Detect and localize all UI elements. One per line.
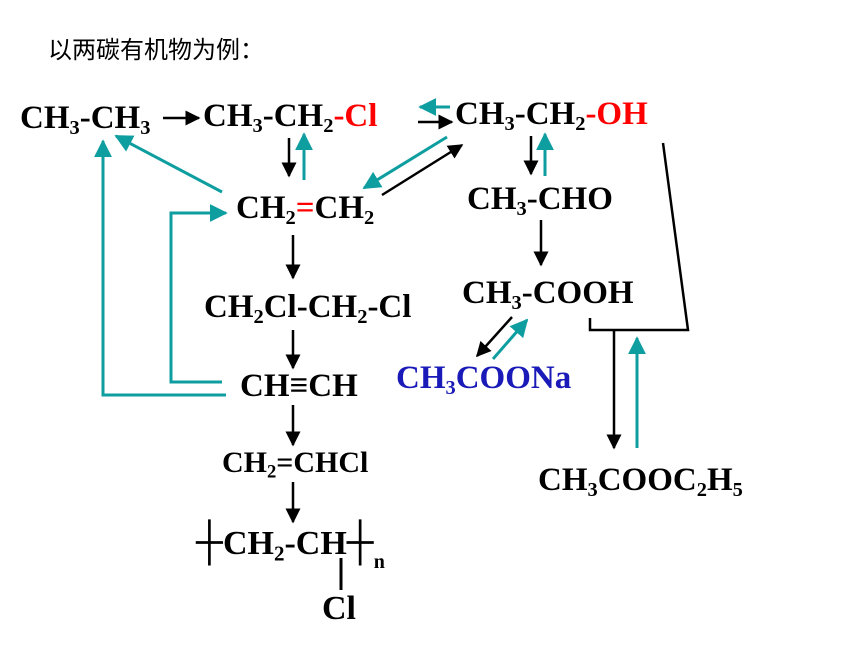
arrow-ethylene-to-ethanol — [381, 143, 464, 197]
chloroethane-formula: CH3-CH2-Cl — [203, 98, 378, 138]
arrow-acetylene-to-ethylene — [169, 204, 228, 384]
arrow-ethylene-to-ethane — [114, 134, 223, 194]
acetylene-formula: CH≡CH — [240, 368, 358, 404]
pvc-left-bracket: ┼ — [196, 521, 223, 563]
pvc-chlorine-substituent: Cl — [322, 590, 356, 627]
ethyl-acetate-formula: CH3COOC2H5 — [538, 462, 743, 502]
acetic-acid-formula: CH3-COOH — [462, 275, 634, 315]
esterification-link — [588, 142, 690, 332]
vinyl-chloride-formula: CH2=CHCl — [222, 446, 369, 483]
page-title: 以两碳有机物为例： — [48, 36, 264, 64]
pvc-right-bracket: ┼ — [346, 521, 374, 563]
arrow-sodium-acetate-to-acetic-acid — [491, 318, 529, 360]
ethylene-formula: CH2=CH2 — [236, 190, 375, 230]
ethanol-formula: CH3-CH2-OH — [455, 96, 648, 136]
pvc-polymer-formula: ┼CH2-CH┼n — [196, 521, 385, 573]
sodium-acetate-formula: CH3COONa — [396, 360, 572, 400]
acetaldehyde-formula: CH3-CHO — [467, 181, 613, 221]
arrow-acetylene-to-ethane — [94, 139, 226, 397]
dichloroethane-formula: CH2Cl-CH2-Cl — [204, 289, 412, 329]
arrow-ethanol-to-ethylene — [362, 135, 448, 190]
arrow-acetic-acid-to-sodium-acetate — [475, 316, 513, 358]
ethane-formula: CH3-CH3 — [20, 100, 151, 140]
